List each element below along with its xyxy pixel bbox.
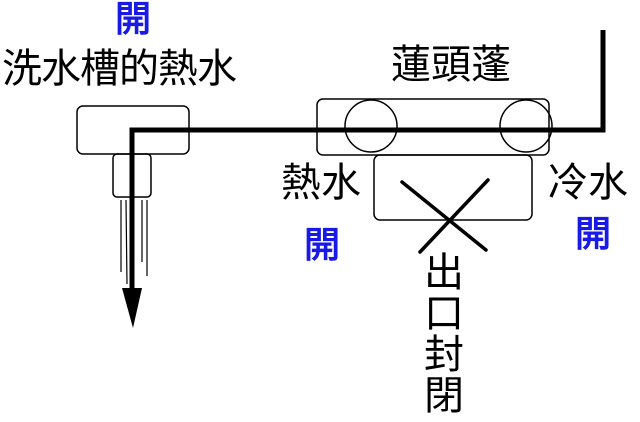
sealed-x-mark (400, 178, 490, 254)
cold-water-label: 冷水 (548, 160, 628, 206)
outlet-sealed-char: 口 (424, 291, 464, 337)
open-label-left: 開 (304, 225, 341, 266)
open-label-right: 開 (575, 214, 612, 255)
sink-hot-water-label: 洗水槽的熱水 (2, 46, 237, 92)
hot-water-label: 熱水 (281, 160, 361, 206)
outlet-sealed-char: 出 (424, 250, 464, 296)
outlet-box (373, 154, 533, 221)
outlet-sealed-char: 閉 (424, 373, 464, 419)
cold-valve (499, 99, 553, 153)
shower-head-label: 蓮頭蓬 (391, 42, 511, 88)
outlet-sealed-char: 封 (424, 332, 464, 378)
flow-arrow-head (122, 288, 142, 328)
open-label-top: 開 (115, 0, 152, 40)
outlet-sealed-label: 出 口 封 閉 (422, 253, 466, 417)
flow-path (129, 30, 606, 300)
hot-valve (344, 99, 398, 153)
water-flow-lines (120, 199, 148, 285)
